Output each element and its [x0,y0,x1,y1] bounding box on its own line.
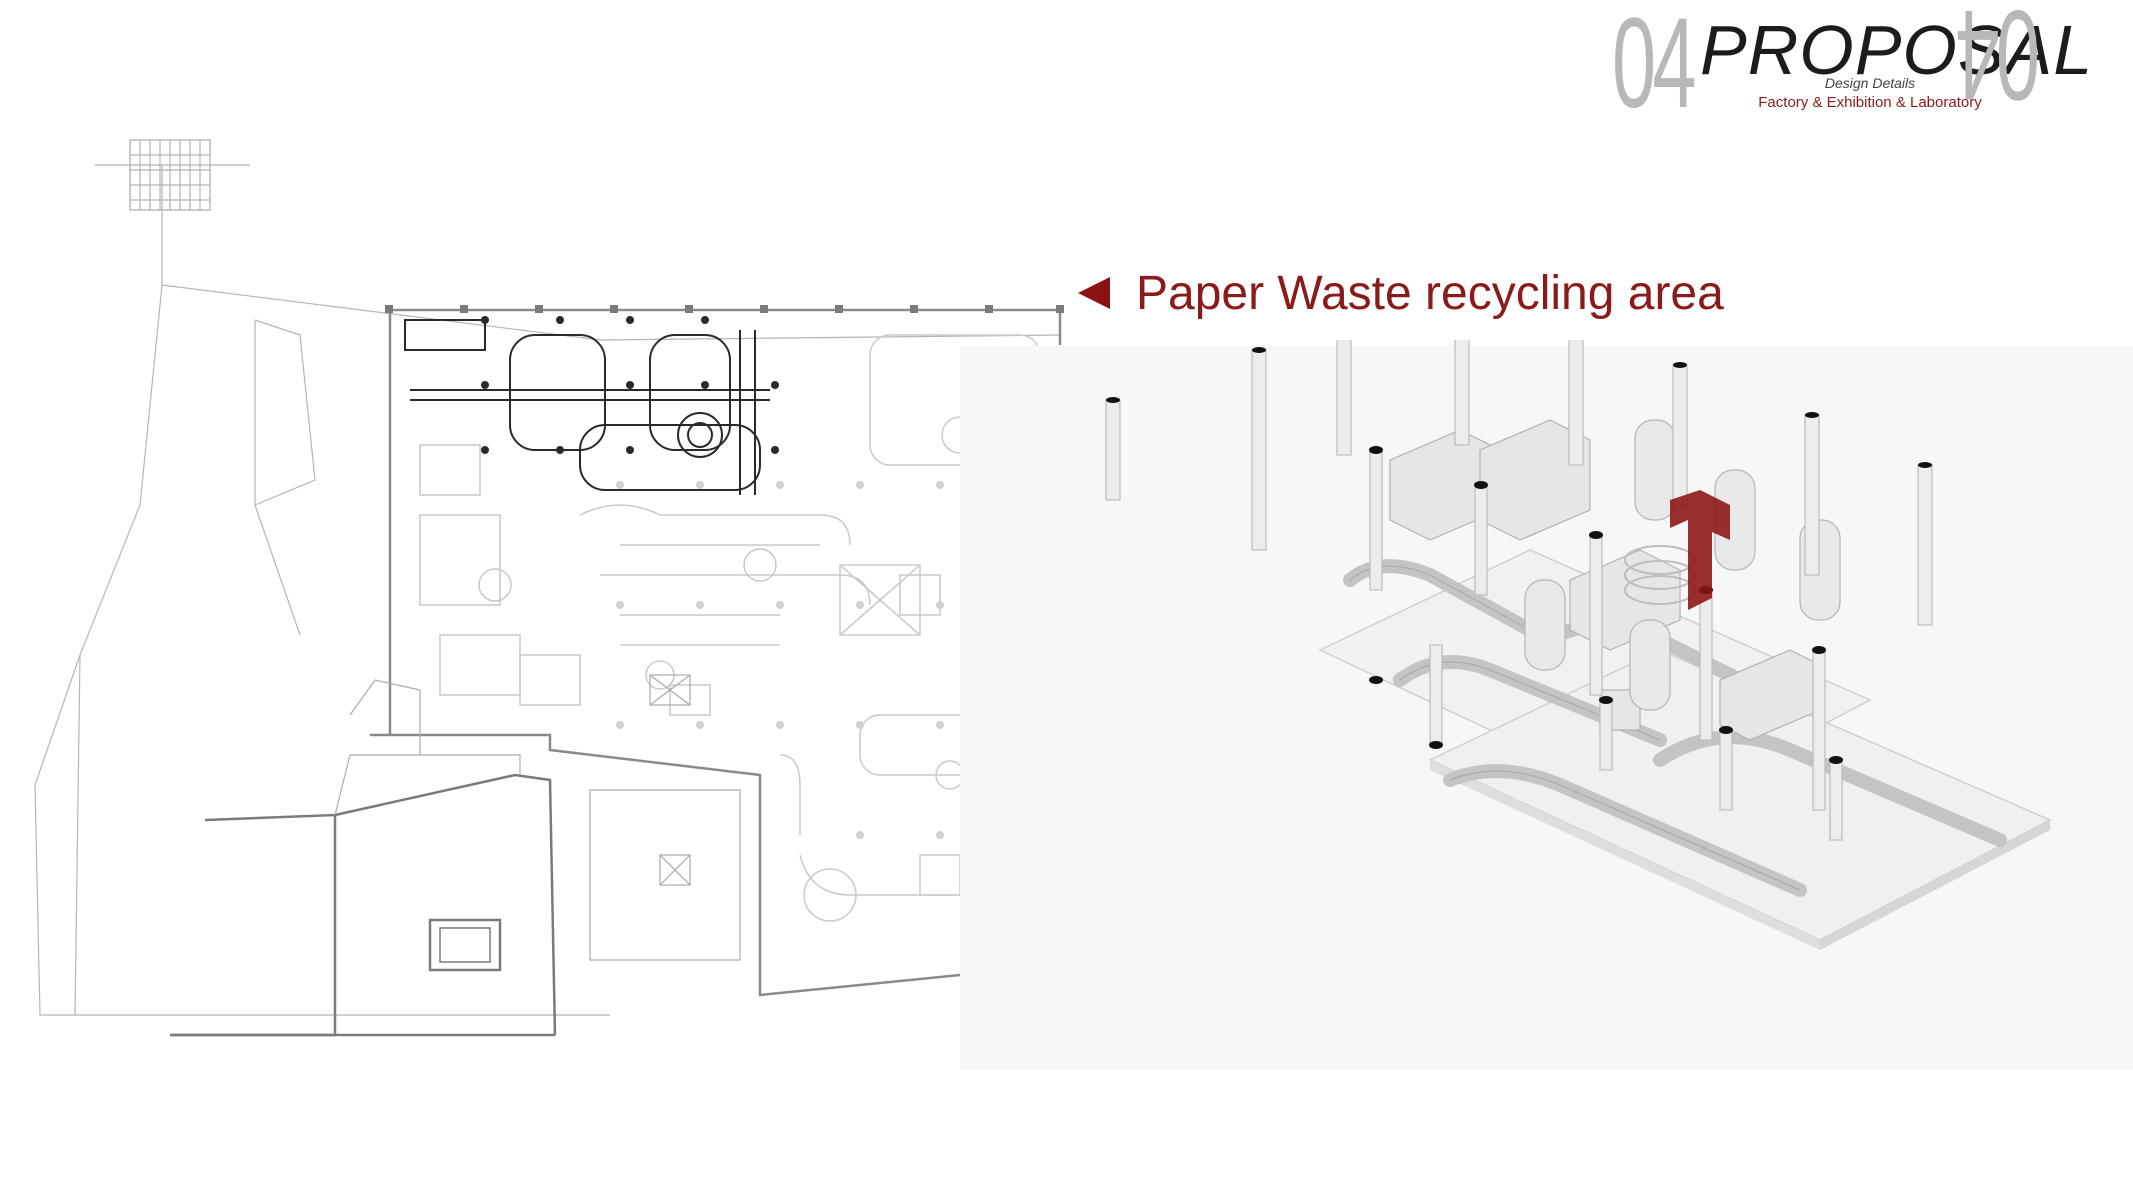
isometric-factory-render [1105,340,2052,950]
section-name: Factory & Exhibition & Laboratory [1758,94,1982,111]
section-number-right: 04 [1959,0,2040,126]
upward-arrow-icon [1670,490,1730,610]
header: 04 PROPOSAL Design Details Factory & Exh… [0,0,2133,130]
floor-plan-drawing [34,139,1064,1037]
left-triangle-icon [1078,277,1110,309]
page-title: PROPOSAL [1700,11,2094,89]
paper-waste-callout: Paper Waste recycling area [1078,266,1724,320]
page-subtitle: Design Details [1824,75,1916,91]
callout-label: Paper Waste recycling area [1136,266,1724,320]
section-number-left: 04 [1612,0,1697,135]
